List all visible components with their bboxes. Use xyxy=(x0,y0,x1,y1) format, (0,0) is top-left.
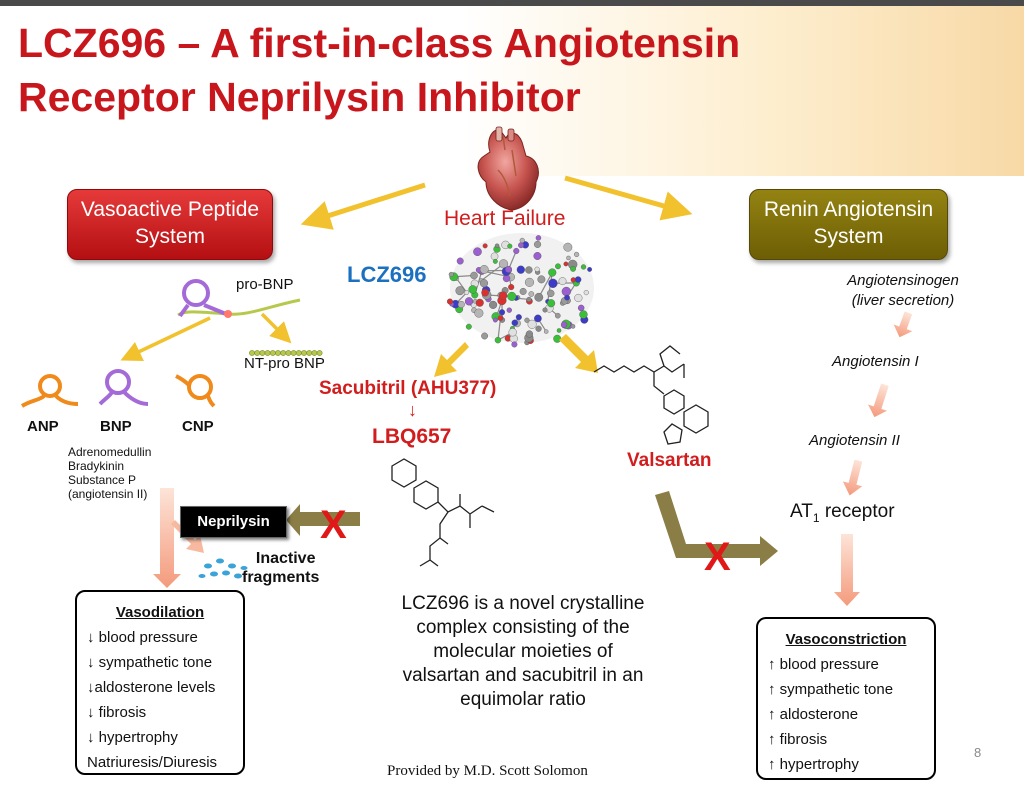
renin-line-2: System xyxy=(813,225,884,248)
renin-angiotensin-system-box: Renin Angiotensin System xyxy=(749,189,948,260)
description-line: equimolar ratio xyxy=(460,689,586,710)
heart-failure-label: Heart Failure xyxy=(444,207,566,230)
heart-icon xyxy=(477,126,539,211)
other-peptide-item: Adrenomedullin xyxy=(68,445,152,459)
vasodilation-item: ↓ fibrosis xyxy=(87,704,147,721)
renin-line-1: Renin Angiotensin xyxy=(763,198,934,221)
angiotensin-i-label: Angiotensin I xyxy=(832,353,919,370)
slide-title: LCZ696 – A first-in-class Angiotensin Re… xyxy=(18,16,918,124)
angiotensinogen-label: Angiotensinogen (liver secretion) xyxy=(838,271,968,311)
arrow-at1-to-vasoconstriction xyxy=(834,534,860,606)
vasoconstriction-title: Vasoconstriction xyxy=(785,631,907,648)
at1-suffix: receptor xyxy=(819,501,895,522)
cnp-label: CNP xyxy=(182,418,214,435)
other-peptide-item: Substance P xyxy=(68,473,137,487)
vasoconstriction-item: ↑ hypertrophy xyxy=(768,756,859,773)
inactive-fragments-label: Inactive fragments xyxy=(242,549,319,587)
lcz696-description: LCZ696 is a novel crystalline complex co… xyxy=(382,592,664,712)
valsartan-label: Valsartan xyxy=(627,450,712,471)
conversion-arrow: ↓ xyxy=(408,400,417,420)
vasoconstriction-item: ↑ fibrosis xyxy=(768,731,828,748)
vasodilation-item: ↓aldosterone levels xyxy=(87,679,216,696)
title-line-1: LCZ696 – A first-in-class Angiotensin xyxy=(18,20,741,66)
lcz696-label: LCZ696 xyxy=(347,262,427,287)
vasoactive-peptide-system-box: Vasoactive Peptide System xyxy=(67,189,273,260)
vasoconstriction-item: ↑ aldosterone xyxy=(768,706,859,723)
vasodilation-item: ↓ hypertrophy xyxy=(87,729,178,746)
vasodilation-item: Natriuresis/Diuresis xyxy=(87,754,218,771)
inactive-line-2: fragments xyxy=(242,569,320,586)
pro-bnp-peptide-icon xyxy=(177,279,301,318)
sacubitril-label: Sacubitril (AHU377) xyxy=(319,378,497,399)
vasoconstriction-item: ↑ blood pressure xyxy=(768,656,879,673)
arrow-pro-bnp-to-peptides xyxy=(120,316,211,361)
arrow-to-neprilysin xyxy=(286,504,360,536)
description-line: LCZ696 is a novel crystalline xyxy=(401,593,645,614)
lbq657-structure-icon xyxy=(391,458,495,567)
arrow-ii-to-at1 xyxy=(842,459,863,496)
vasoactive-line-1: Vasoactive Peptide xyxy=(80,198,260,221)
bnp-peptide-icon xyxy=(98,369,149,406)
at1-block-mark: X xyxy=(704,535,731,579)
vasodilation-box: Vasodilation ↓ blood pressure ↓ sympathe… xyxy=(75,590,245,775)
credit-line: Provided by M.D. Scott Solomon xyxy=(387,763,588,779)
other-peptide-item: (angiotensin II) xyxy=(68,487,148,501)
arrow-to-sacubitril xyxy=(434,342,469,377)
description-line: valsartan and sacubitril in an xyxy=(402,665,644,686)
description-line: complex consisting of the xyxy=(416,617,630,638)
vasodilation-item: ↓ blood pressure xyxy=(87,629,198,646)
valsartan-structure-icon xyxy=(593,345,709,445)
arrow-pro-bnp-to-nt xyxy=(260,312,292,344)
lbq657-label: LBQ657 xyxy=(372,425,452,448)
arrow-to-valsartan xyxy=(559,334,598,373)
arrow-angiotensinogen-to-i xyxy=(893,311,913,338)
top-bar xyxy=(0,0,1024,6)
pro-bnp-label: pro-BNP xyxy=(236,276,294,293)
arrow-left-to-vasodilation xyxy=(153,488,181,588)
nt-pro-bnp-label: NT-pro BNP xyxy=(244,355,325,372)
page-number: 8 xyxy=(974,745,982,760)
angiotensinogen-text: Angiotensinogen xyxy=(847,272,959,289)
vasoconstriction-box: Vasoconstriction ↑ blood pressure ↑ symp… xyxy=(756,617,936,780)
at1-subscript: 1 xyxy=(812,510,820,525)
neprilysin-label: Neprilysin xyxy=(180,506,287,538)
bnp-label: BNP xyxy=(100,418,132,435)
arrow-i-to-ii xyxy=(868,383,889,418)
other-peptide-item: Bradykinin xyxy=(68,459,125,473)
anp-label: ANP xyxy=(27,418,59,435)
neprilysin-block-mark: X xyxy=(320,503,347,547)
arrow-to-renin xyxy=(564,175,693,221)
description-line: molecular moieties of xyxy=(433,641,613,662)
title-line-2: Receptor Neprilysin Inhibitor xyxy=(18,74,581,120)
other-peptides-list: Adrenomedullin Bradykinin Substance P (a… xyxy=(68,445,151,501)
inactive-fragments-icon xyxy=(198,558,248,579)
liver-secretion-text: (liver secretion) xyxy=(851,292,955,309)
vasoactive-line-2: System xyxy=(134,225,205,248)
angiotensin-ii-label: Angiotensin II xyxy=(809,432,900,449)
vasodilation-item: ↓ sympathetic tone xyxy=(87,654,213,671)
arrow-valsartan-to-at1 xyxy=(655,491,778,566)
inactive-line-1: Inactive xyxy=(255,550,316,567)
anp-peptide-icon xyxy=(20,374,79,408)
at1-prefix: AT xyxy=(790,501,813,522)
arrow-to-vasoactive xyxy=(300,182,426,230)
cnp-peptide-icon xyxy=(175,374,216,408)
lcz696-molecule-icon xyxy=(446,233,594,348)
nt-pro-bnp-chain-icon xyxy=(249,350,323,356)
vasoconstriction-item: ↑ sympathetic tone xyxy=(768,681,894,698)
vasodilation-title: Vasodilation xyxy=(115,604,205,621)
at1-receptor-label: AT1 receptor xyxy=(790,501,895,525)
